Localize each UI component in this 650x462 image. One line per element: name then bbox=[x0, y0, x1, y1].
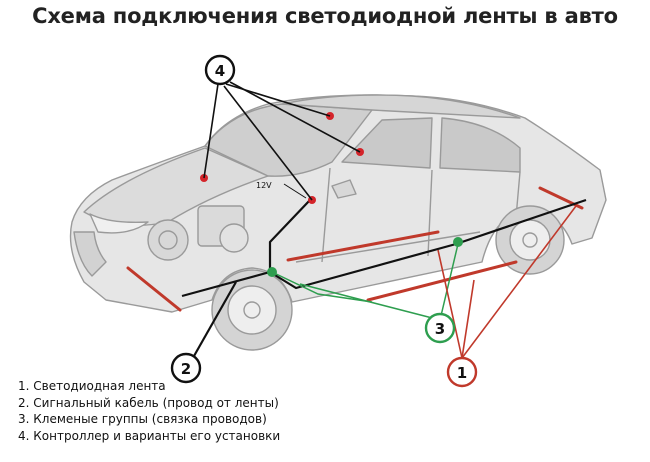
car-mirror bbox=[331, 179, 357, 199]
car-headlight bbox=[89, 213, 149, 234]
led-strip-side-upper bbox=[286, 230, 440, 262]
car-roof bbox=[281, 94, 521, 119]
svg-text:1: 1 bbox=[457, 364, 467, 382]
led-strip-side-lower bbox=[366, 260, 518, 302]
signal-cable-to-callout-2 bbox=[193, 281, 237, 357]
legend-item-1: 1. Светодиодная лента bbox=[18, 379, 166, 393]
rear-wheel-rim bbox=[509, 219, 551, 261]
callout-4: 4 bbox=[204, 54, 236, 86]
legend: 1. Светодиодная лента 2. Сигнальный кабе… bbox=[18, 378, 280, 444]
signal-cable-run bbox=[181, 198, 587, 298]
legend-item-4: 4. Контроллер и варианты его установки bbox=[18, 428, 281, 443]
callout-1: 1 bbox=[446, 356, 478, 388]
callout-3: 3 bbox=[424, 312, 456, 344]
leader-3b bbox=[299, 283, 441, 321]
signal-cable-riser bbox=[268, 199, 311, 272]
signal-cable bbox=[181, 198, 587, 357]
rear-wheel-hub bbox=[522, 232, 538, 248]
car-sill bbox=[295, 231, 481, 263]
engine-part bbox=[147, 219, 189, 261]
front-wheel-rim bbox=[227, 285, 277, 335]
leaders-1 bbox=[437, 205, 577, 359]
leaders-4 bbox=[203, 81, 361, 201]
terminal-wire bbox=[271, 271, 373, 303]
engine-part-inner bbox=[158, 230, 178, 250]
voltage-wire bbox=[283, 183, 307, 199]
diagram-title: Схема подключения светодиодной ленты в а… bbox=[32, 4, 618, 28]
car-front-window bbox=[341, 117, 433, 169]
car-rear-window bbox=[439, 117, 521, 173]
engine-part-2 bbox=[219, 223, 249, 253]
svg-text:3: 3 bbox=[435, 320, 445, 338]
legend-item-3: 3. Клеменые группы (связка проводов) bbox=[18, 412, 267, 426]
voltage-label: 12V bbox=[256, 181, 272, 190]
terminal-groups bbox=[267, 237, 463, 321]
svg-text:2: 2 bbox=[181, 360, 191, 378]
led-strip-front bbox=[126, 266, 182, 312]
car-illustration bbox=[69, 94, 607, 351]
leader-3a bbox=[439, 243, 459, 321]
terminal-side bbox=[453, 237, 463, 247]
callout-2: 2 bbox=[170, 352, 202, 384]
legend-item-2: 2. Сигнальный кабель (провод от ленты) bbox=[18, 395, 279, 410]
front-wheel-hub bbox=[243, 301, 261, 319]
svg-text:4: 4 bbox=[215, 62, 225, 80]
car-grille bbox=[73, 231, 107, 277]
